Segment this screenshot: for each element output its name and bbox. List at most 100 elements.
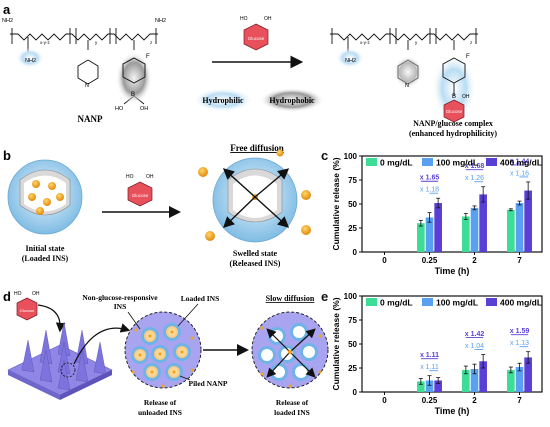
x-tick-label: 0 [382, 396, 387, 405]
bar [507, 209, 515, 252]
legend-hydrophobic-swatch [260, 88, 324, 112]
x-tick-label: 2 [472, 256, 477, 265]
panel-letter-a: a [3, 2, 11, 17]
y-tick-label: 50 [348, 340, 357, 349]
annotation-lower: x 1.04 [465, 343, 484, 350]
annotation-upper: x 1.65 [420, 175, 440, 182]
release-loaded-sublabel: loaded INS [274, 408, 310, 417]
glucose-ho-a: HO [240, 16, 248, 22]
panel-letter-b: b [3, 148, 11, 163]
annotation-lower: x 1.13 [510, 340, 529, 347]
bar [462, 216, 470, 252]
microneedle-patch [7, 321, 113, 400]
leader-line-piled [179, 375, 191, 381]
subscript-z-right: z [470, 40, 473, 45]
release-unloaded-label: Release of [144, 398, 177, 407]
bar [434, 203, 442, 252]
legend-label: 0 mg/dL [380, 298, 413, 308]
glucose-text-bound: Glucose [446, 109, 463, 114]
x-tick-label: 0 [382, 256, 387, 265]
legend-hydrophilic-label: Hydrophilic [202, 96, 244, 105]
glucose-to-patch-arrow [37, 304, 66, 333]
annotation-upper: x 1.68 [465, 163, 485, 170]
y-tick-label: 25 [348, 364, 357, 373]
hydrophilic-halo [16, 48, 44, 68]
loaded-ins-label: Loaded INS [181, 294, 220, 303]
y-tick-label: 100 [344, 152, 358, 161]
swelled-state-label: Swelled state [233, 249, 278, 258]
y-tick-label: 100 [344, 292, 358, 301]
glucose-text-b: Glucose [132, 193, 149, 198]
y-tick-label: 25 [348, 224, 357, 233]
non-responsive-sublabel: INS [114, 302, 127, 311]
needle-cross-section-before [124, 311, 202, 389]
bar [417, 381, 425, 392]
glucose-molecule-a: Glucose HO OH [240, 16, 272, 51]
legend-label: 400 mg/dL [500, 298, 542, 308]
fluoro-label: F [146, 54, 150, 60]
subscript-xyz: x-y-z [40, 40, 50, 45]
complex-sublabel: (enhanced hydrophilicity) [409, 129, 497, 138]
needle-cross-section-after [251, 311, 329, 389]
leader-line-non-responsive [127, 311, 141, 330]
glucose-ho-d: HO [14, 291, 22, 297]
release-unloaded-sublabel: unloaded INS [138, 408, 182, 417]
bar [507, 369, 515, 392]
legend-label: 0 mg/dL [380, 158, 413, 168]
annotation-upper: x 1.44 [510, 158, 530, 165]
glucose-molecule-d: Glucose HO OH [14, 291, 40, 321]
bar [434, 380, 442, 392]
y-tick-label: 75 [348, 176, 357, 185]
oh-label: OH [140, 106, 148, 112]
annotation-upper: x 1.11 [420, 352, 439, 359]
zoom-arrow [73, 323, 131, 365]
x-tick-label: 7 [517, 396, 522, 405]
hydrophobic-halo [116, 52, 152, 104]
x-tick-label: 2 [472, 396, 477, 405]
bar [479, 361, 487, 392]
legend-swatch [422, 298, 433, 306]
glucose-oh-b: OH [146, 174, 154, 180]
bar [479, 194, 487, 252]
panel-a: a NH2 F B OH HO N x-y-z y z NH2 NH2 NANP [2, 2, 497, 138]
initial-state-sublabel: (Loaded INS) [22, 254, 69, 263]
legend-label: 100 mg/dL [436, 298, 478, 308]
y-axis-label: Cumulative release (%) [331, 297, 341, 390]
legend-swatch [366, 298, 377, 306]
ho-label: HO [115, 106, 124, 112]
annotation-upper: x 1.59 [510, 328, 530, 335]
end-nh2-right: NH2 [155, 18, 166, 24]
bar [417, 223, 425, 252]
x-axis-label: Time (h) [435, 406, 470, 416]
panel-letter-c: c [321, 148, 328, 163]
annotation-upper: x 1.42 [465, 331, 485, 338]
y-tick-label: 0 [353, 388, 358, 397]
swelled-particle [198, 149, 311, 243]
bar [524, 190, 532, 252]
legend-label: 100 mg/dL [436, 158, 478, 168]
nh2-label: NH2 [25, 58, 36, 64]
fluoro-label-right: F [466, 54, 470, 60]
initial-state-label: Initial state [26, 244, 65, 253]
slow-diffusion-title: Slow diffusion [266, 294, 315, 303]
bar [470, 368, 479, 392]
boron-label-right: B [452, 94, 456, 100]
oh-label-right: OH [462, 94, 470, 100]
panel-letter-e: e [321, 289, 328, 304]
legend-swatch [486, 158, 497, 166]
glucose-molecule-b: Glucose HO OH [126, 174, 154, 207]
piled-nanp-label: Piled NANP [189, 379, 228, 388]
annotation-lower: x 1.16 [510, 170, 529, 177]
subscript-xyz-right: x-y-z [360, 40, 370, 45]
y-tick-label: 75 [348, 316, 357, 325]
complex-label: NANP/glucose complex [413, 119, 493, 128]
y-tick-label: 0 [353, 248, 358, 257]
swelled-state-sublabel: (Released INS) [230, 259, 281, 268]
x-axis-label: Time (h) [435, 266, 470, 276]
glucose-bound: Glucose [443, 99, 465, 123]
initial-particle [7, 159, 83, 235]
panel-letter-d: d [3, 289, 11, 304]
legend-swatch [422, 158, 433, 166]
